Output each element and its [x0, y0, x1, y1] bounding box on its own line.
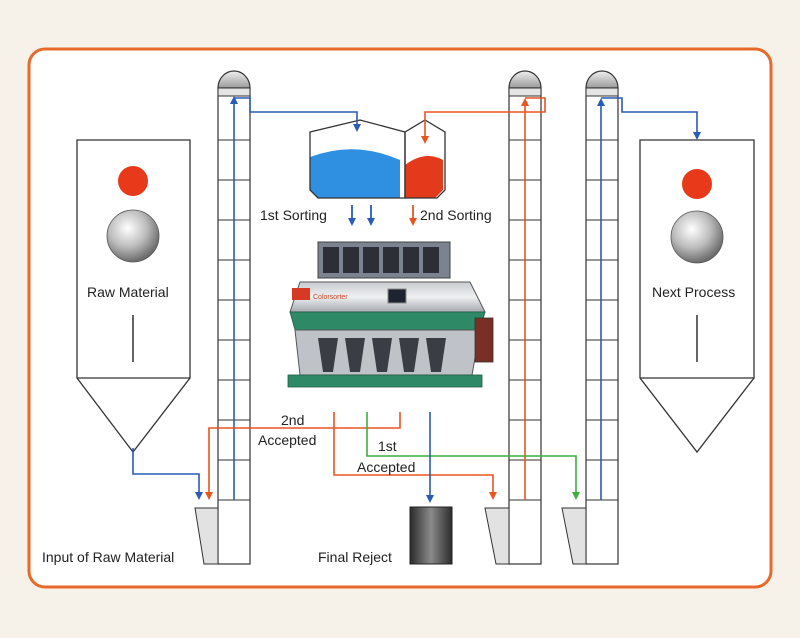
- second-sorting-label: 2nd Sorting: [420, 207, 492, 223]
- first-accepted-label-line-1: 1st: [378, 438, 397, 454]
- blue-flow-raw-to-elevator-1: [132, 448, 203, 500]
- blue-flow-to-next-process: [601, 97, 701, 140]
- green-flow-first-accepted: [366, 412, 580, 500]
- orange-flow-second-accepted: [205, 412, 401, 500]
- next-process-red-indicator: [682, 169, 712, 199]
- raw-material-silo: [76, 139, 191, 454]
- orange-flow-to-second-sorting: [421, 97, 546, 144]
- second-accepted-label-line-2: Accepted: [258, 432, 317, 448]
- final-reject-label: Final Reject: [318, 549, 392, 565]
- bucket-elevator-2: [484, 70, 542, 565]
- bucket-elevator-1: [194, 70, 251, 565]
- bucket-elevator-3: [561, 70, 619, 565]
- next-process-silo: [639, 139, 755, 454]
- first-accepted-label-line-2: Accepted: [357, 459, 416, 475]
- orange-flow-first-reject-to-elevator-2: [333, 412, 497, 500]
- input-raw-material-label: Input of Raw Material: [42, 549, 175, 565]
- raw-material-level-sensor: [106, 209, 160, 263]
- svg-text:Colorsorter: Colorsorter: [313, 294, 348, 301]
- next-process-label: Next Process: [652, 284, 736, 300]
- next-process-level-sensor: [670, 210, 724, 264]
- raw-material-red-indicator: [118, 166, 148, 196]
- final-reject-bin: [409, 506, 453, 565]
- second-accepted-label-line-1: 2nd: [281, 412, 305, 428]
- raw-material-label: Raw Material: [87, 284, 169, 300]
- first-sorting-label: 1st Sorting: [260, 207, 327, 223]
- color-sorter-machine: Colorsorter: [287, 241, 494, 388]
- blue-flow-to-first-sorting: [234, 97, 361, 132]
